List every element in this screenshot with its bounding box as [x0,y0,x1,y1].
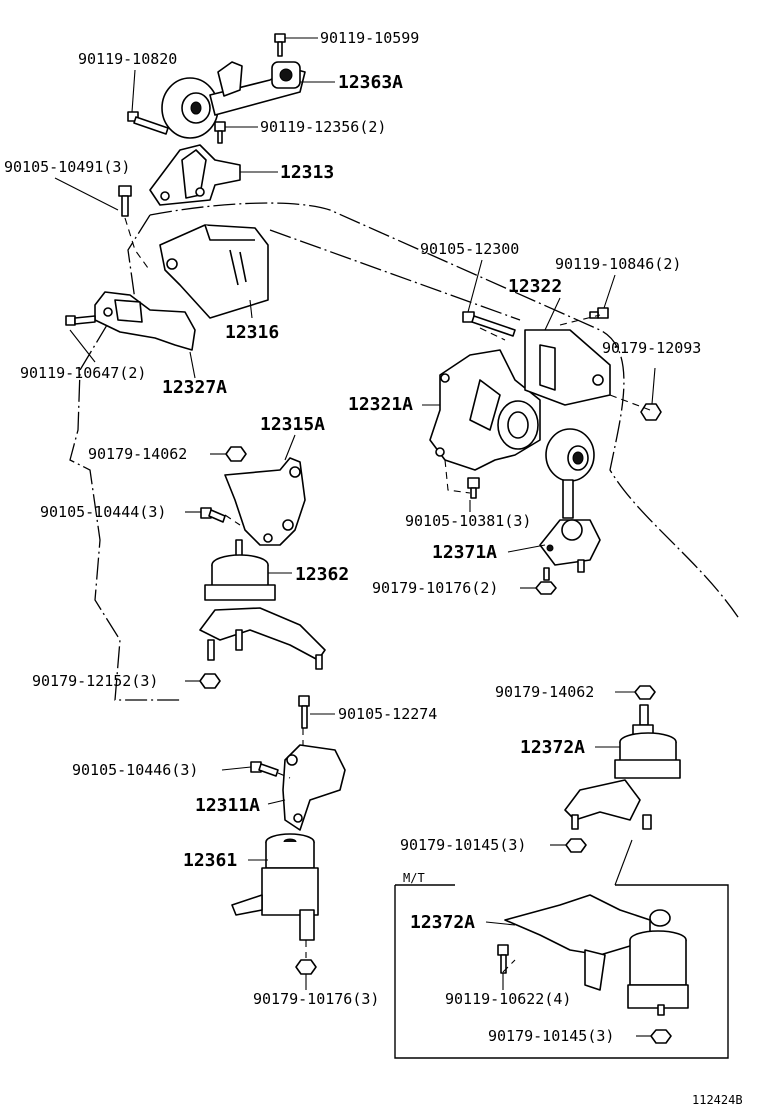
part-12316 [159,224,269,319]
nut-90179-10145-b [650,1029,672,1044]
label-12321A: 12321A [348,394,413,415]
label-12315A: 12315A [260,414,325,435]
label-12372A-at: 12372A [520,737,585,758]
label-90119-10820: 90119-10820 [78,50,177,68]
part-12321A [429,349,541,471]
part-12362 [199,539,326,670]
bolt-90119-10647 [65,315,96,326]
leader-lines [54,37,656,1037]
figure-id: 112424B [692,1093,743,1107]
part-12311A [282,744,346,831]
label-90119-10622: 90119-10622(4) [445,990,571,1008]
part-12372A-mt [504,894,689,1016]
label-90179-12093: 90179-12093 [602,339,701,357]
label-12363A: 12363A [338,72,403,93]
label-90179-14062-b: 90179-14062 [495,683,594,701]
bolt-90105-10381 [467,477,480,499]
part-12372A-at [564,704,681,830]
label-12371A: 12371A [432,542,497,563]
label-90179-10176-b: 90179-10176(3) [253,990,379,1008]
part-labels: 90119-10599 90119-10820 12363A 90119-123… [4,29,743,1107]
label-12361: 12361 [183,850,237,871]
label-12327A: 12327A [162,377,227,398]
bolt-90105-10491 [118,185,132,217]
label-90179-14062-a: 90179-14062 [88,445,187,463]
assembly-lines [124,217,651,973]
label-90119-10599: 90119-10599 [320,29,419,47]
part-12363A [161,61,306,139]
bolt-90105-10446 [250,761,279,777]
label-12313: 12313 [280,162,334,183]
nut-90179-14062-b [634,685,656,700]
label-12362: 12362 [295,564,349,585]
part-12315A [224,457,306,546]
bolt-90119-10599 [274,33,286,57]
label-12311A: 12311A [195,795,260,816]
label-90105-10381: 90105-10381(3) [405,512,531,530]
label-90119-10846: 90119-10846(2) [555,255,681,273]
label-mt: M/T [403,871,425,885]
bolt-90105-12300 [462,311,516,337]
nut-90179-10145-a [565,838,587,853]
part-12313 [149,144,241,206]
bolt-90119-10846 [589,307,609,319]
label-90105-12274: 90105-12274 [338,705,437,723]
label-90105-12300: 90105-12300 [420,240,519,258]
bolt-90105-10444 [200,507,226,523]
nut-90179-10176-b [295,959,317,975]
part-12327A [94,291,196,351]
nut-90179-12152 [199,673,221,689]
nut-90179-12093 [640,403,662,421]
label-90179-10145-b: 90179-10145(3) [488,1027,614,1045]
label-90105-10446: 90105-10446(3) [72,761,198,779]
label-12372A-mt: 12372A [410,912,475,933]
label-90179-10176-a: 90179-10176(2) [372,579,498,597]
bolt-90119-10820 [127,111,169,135]
label-90179-10145-a: 90179-10145(3) [400,836,526,854]
nut-90179-10176-a [535,567,557,595]
part-12371A [539,428,601,573]
label-12322: 12322 [508,276,562,297]
label-12316: 12316 [225,322,279,343]
label-90119-10647: 90119-10647(2) [20,364,146,382]
label-90179-12152: 90179-12152(3) [32,672,158,690]
part-12361 [231,833,319,941]
mt-inset [394,839,729,1059]
label-90105-10444: 90105-10444(3) [40,503,166,521]
label-90105-10491: 90105-10491(3) [4,158,130,176]
bolt-90119-12356 [214,121,226,144]
nut-90179-14062-a [225,446,247,462]
bolt-90105-12274 [298,695,310,729]
part-12322 [524,329,611,406]
label-90119-12356: 90119-12356(2) [260,118,386,136]
